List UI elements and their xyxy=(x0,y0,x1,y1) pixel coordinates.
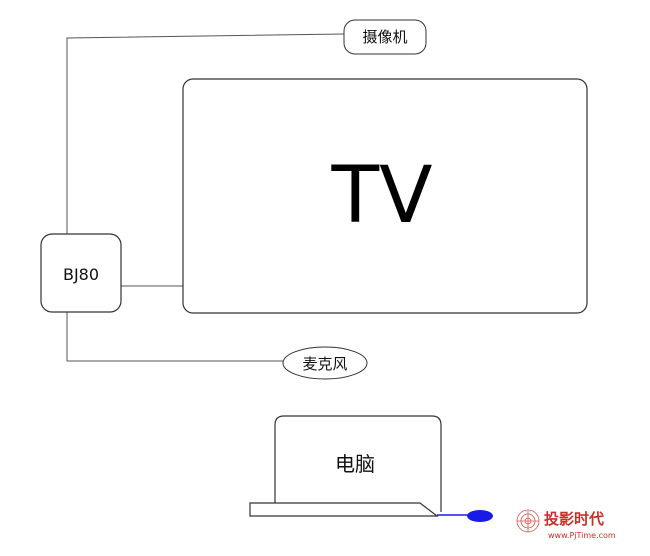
camera-label: 摄像机 xyxy=(362,28,407,46)
camera-node: 摄像机 xyxy=(343,19,427,55)
line-hub-to-mic xyxy=(66,312,283,362)
watermark-logo-icon xyxy=(516,509,540,533)
hub-node: BJ80 xyxy=(40,233,122,313)
mic-label: 麦克风 xyxy=(302,355,347,373)
watermark-brand-cn: 投影时代 xyxy=(544,510,604,528)
laptop-screen xyxy=(274,415,442,512)
hub-label: BJ80 xyxy=(63,265,99,284)
pc-label: 电脑 xyxy=(335,452,375,476)
line-hub-to-camera xyxy=(66,33,345,234)
laptop-base xyxy=(249,502,439,517)
pc-node: 电脑 xyxy=(249,415,493,522)
watermark: 投影时代 www.PjTime.com xyxy=(516,509,616,540)
tv-node: TV xyxy=(182,78,588,314)
tv-label: TV xyxy=(330,151,432,241)
mouse-icon xyxy=(467,510,493,522)
watermark-brand-url: www.PjTime.com xyxy=(548,531,616,540)
mic-node: 麦克风 xyxy=(282,346,368,380)
